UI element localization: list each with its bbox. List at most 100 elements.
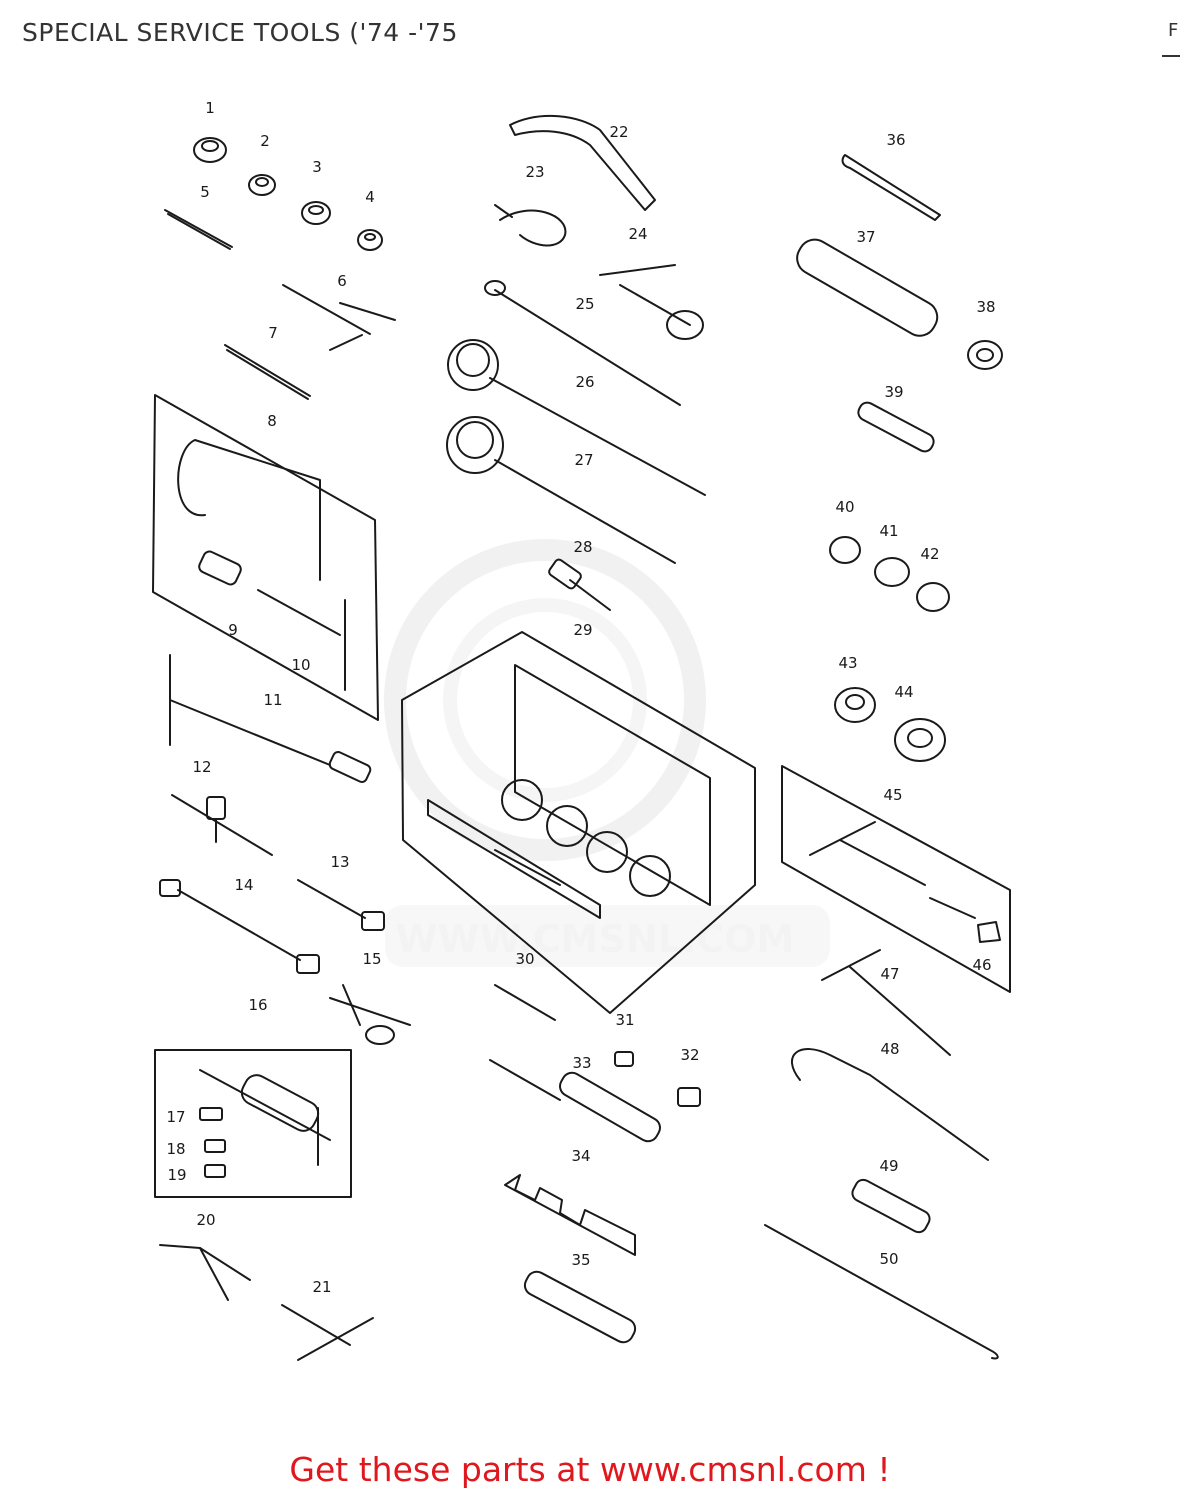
panel-45-46: [781, 765, 1011, 993]
adapter-19: [204, 1164, 226, 1178]
callout-25: 25: [575, 295, 594, 313]
fitting-28-29: [548, 558, 611, 611]
nut-socket-3: [301, 201, 331, 225]
callout-45: 45: [883, 786, 902, 804]
callout-43: 43: [838, 654, 857, 672]
fork-holder-35: [504, 1174, 636, 1256]
t-wrench-12: [171, 794, 273, 856]
callout-17: 17: [166, 1108, 185, 1126]
cmsnl-watermark: WWW.CMSNL.COM: [384, 539, 830, 967]
t-tap-10: [257, 589, 346, 691]
t-tap-47-48: [821, 949, 951, 1056]
puller-16: [329, 984, 411, 1045]
callout-11: 11: [263, 691, 282, 709]
callout-8: 8: [267, 412, 277, 430]
callout-47: 47: [880, 965, 899, 983]
callout-14: 14: [234, 876, 253, 894]
fitting-46: [977, 921, 1001, 943]
callout-5: 5: [200, 183, 210, 201]
hook-wrench-36: [841, 154, 941, 221]
panel-9-10: [152, 394, 379, 721]
callout-13: 13: [330, 853, 349, 871]
collar-38: [967, 340, 1003, 370]
t-handle-11: [169, 654, 372, 783]
pliers-20: [159, 1244, 251, 1301]
watermark-text: WWW.CMSNL.COM: [396, 917, 795, 961]
callout-31: 31: [615, 1011, 634, 1029]
t-handle-6: [282, 284, 396, 351]
flywheel-holder-24: [599, 264, 704, 340]
gauge-tool-case: [427, 664, 711, 919]
callout-15: 15: [362, 950, 381, 968]
page-title: SPECIAL SERVICE TOOLS ('74 -'75: [22, 18, 458, 47]
callout-16: 16: [248, 996, 267, 1014]
callout-19: 19: [167, 1166, 186, 1184]
nut-socket-1: [193, 137, 227, 163]
callout-1: 1: [205, 99, 215, 117]
rod-30: [494, 984, 556, 1021]
callout-37: 37: [856, 228, 875, 246]
callout-21: 21: [312, 1278, 331, 1296]
callout-42: 42: [920, 545, 939, 563]
callout-39: 39: [884, 383, 903, 401]
page-letter: F: [1168, 20, 1179, 41]
panel-17-19: [154, 1049, 352, 1198]
coupling-9: [198, 550, 242, 586]
bar-tool-7: [224, 344, 311, 400]
callout-38: 38: [976, 298, 995, 316]
callout-24: 24: [628, 225, 647, 243]
callout-7: 7: [268, 324, 278, 342]
callout-29: 29: [573, 621, 592, 639]
collar-41: [874, 557, 910, 587]
callout-4: 4: [365, 188, 375, 206]
callout-23: 23: [525, 163, 544, 181]
vacuum-gauge-26: [447, 339, 706, 496]
callout-10: 10: [291, 656, 310, 674]
callout-34: 34: [571, 1147, 590, 1165]
page-letter-rule: [1162, 55, 1180, 57]
callout-3: 3: [312, 158, 322, 176]
callout-6: 6: [337, 272, 347, 290]
socket-43: [834, 687, 876, 723]
callout-35: 35: [571, 1251, 590, 1269]
tool-35b: [523, 1270, 637, 1344]
driver-49: [851, 1178, 931, 1234]
callout-49: 49: [879, 1157, 898, 1175]
callout-numbers: 1234567891011121314151617181920212223242…: [166, 99, 995, 1296]
callout-2: 2: [260, 132, 270, 150]
callout-28: 28: [573, 538, 592, 556]
callout-50: 50: [879, 1250, 898, 1268]
callout-46: 46: [972, 956, 991, 974]
callout-20: 20: [196, 1211, 215, 1229]
driver-39: [857, 401, 935, 453]
callout-32: 32: [680, 1046, 699, 1064]
nut-31: [614, 1051, 634, 1067]
long-socket-14: [159, 879, 320, 974]
nut-socket-4: [357, 229, 383, 251]
cmsnl-link[interactable]: Get these parts at www.cmsnl.com !: [289, 1450, 891, 1489]
tool-case-panel: [401, 631, 756, 1014]
t-tool-21: [281, 1304, 374, 1361]
vacuum-gauge-27: [446, 416, 676, 564]
socket-rod-13-15: [297, 879, 385, 931]
callout-27: 27: [574, 451, 593, 469]
callout-18: 18: [166, 1140, 185, 1158]
slide-hammer-17-19: [199, 1069, 331, 1166]
collar-40: [829, 536, 861, 564]
callout-41: 41: [879, 522, 898, 540]
nut-32: [677, 1087, 701, 1107]
probe-rod-50: [764, 1224, 999, 1360]
callout-36: 36: [886, 131, 905, 149]
callout-44: 44: [894, 683, 913, 701]
gear-puller-44: [894, 718, 946, 762]
handle-33-34: [489, 1059, 661, 1143]
hook-spanner-22: [509, 114, 656, 211]
t-tool-45: [809, 821, 976, 919]
hook-tool-48b: [790, 1048, 989, 1161]
callout-48: 48: [880, 1040, 899, 1058]
callout-26: 26: [575, 373, 594, 391]
nut-socket-2: [248, 174, 276, 196]
callout-33: 33: [572, 1054, 591, 1072]
c-spanner-23: [494, 204, 567, 247]
